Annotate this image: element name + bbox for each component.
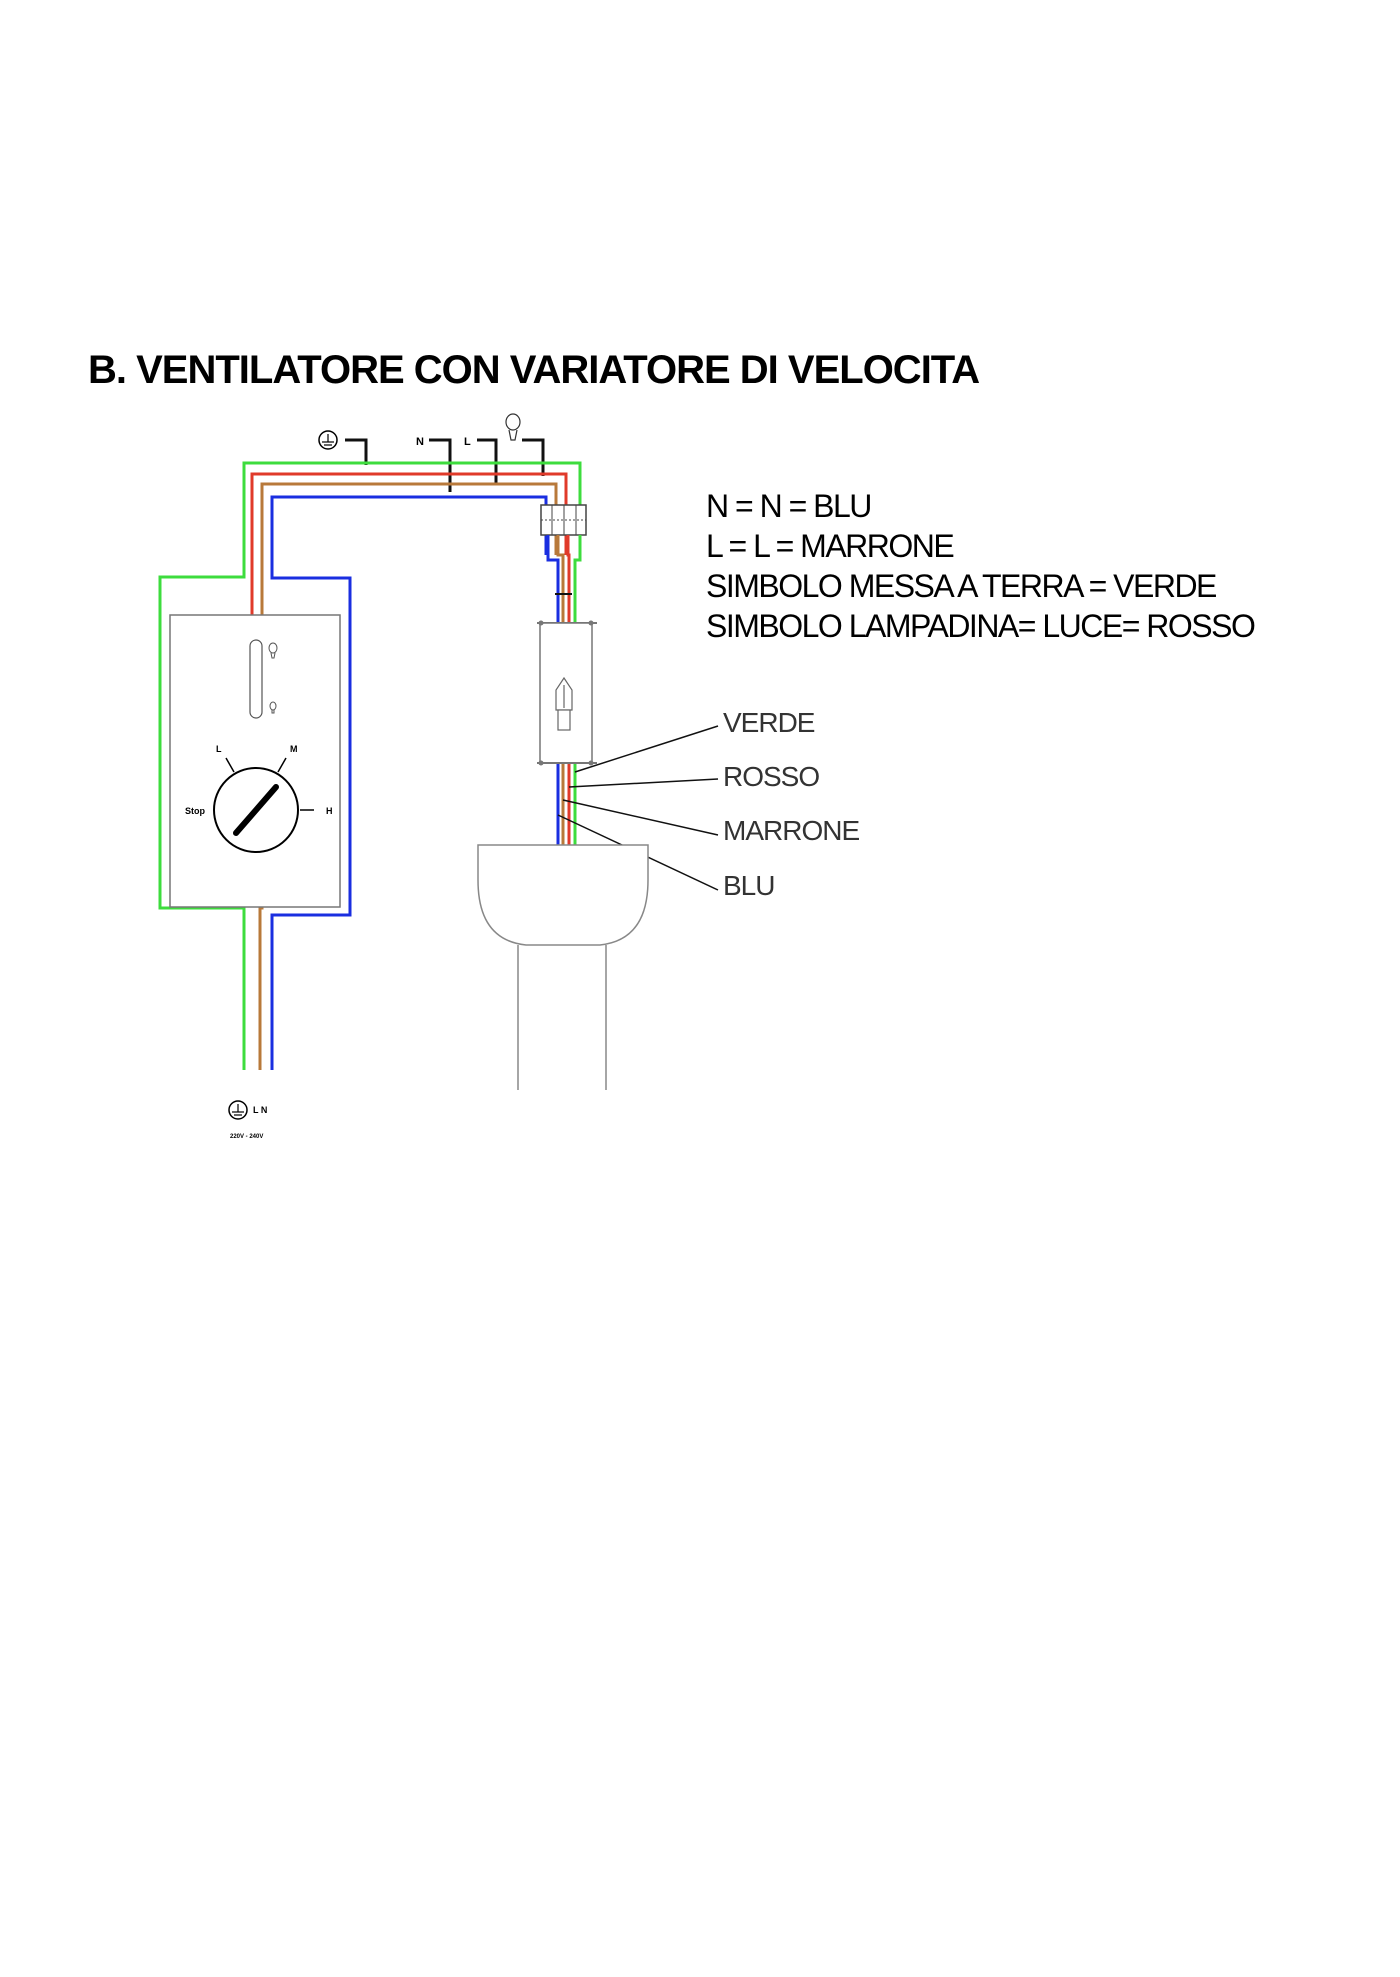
wire-light xyxy=(250,472,568,615)
lamp-icon xyxy=(555,676,573,731)
wire-earth xyxy=(158,461,582,1070)
fan-body xyxy=(477,844,649,1090)
earth-icon xyxy=(318,430,338,450)
supply-voltage: 220V - 240V xyxy=(230,1134,263,1140)
speed-label-m: M xyxy=(290,744,298,754)
supply-terminals: L N xyxy=(253,1105,267,1115)
speed-label-stop: Stop xyxy=(185,806,205,816)
wire-neutral xyxy=(270,495,548,1070)
wire-label-verde: VERDE xyxy=(723,707,815,738)
wire-label-marrone: MARRONE xyxy=(723,815,860,846)
speed-controller xyxy=(169,614,341,908)
top-terminal-n: N xyxy=(416,436,424,448)
page-title: B. VENTILATORE CON VARIATORE DI VELOCITA xyxy=(88,348,980,392)
lightbulb-icon xyxy=(505,413,521,441)
speed-label-h: H xyxy=(326,806,333,816)
wire-label-blu: BLU xyxy=(723,870,775,901)
legend-live: L = L = MARRONE xyxy=(706,528,955,564)
legend-earth: SIMBOLO MESSA A TERRA = VERDE xyxy=(706,568,1217,604)
top-terminal-l: L xyxy=(464,436,471,448)
wire-label-rosso: ROSSO xyxy=(723,761,820,792)
terminal-block xyxy=(540,504,587,536)
legend-neutral: N = N = BLU xyxy=(706,488,872,524)
speed-label-l: L xyxy=(216,744,222,754)
supply-earth-icon xyxy=(228,1100,248,1120)
legend-light: SIMBOLO LAMPADINA= LUCE= ROSSO xyxy=(706,608,1256,644)
